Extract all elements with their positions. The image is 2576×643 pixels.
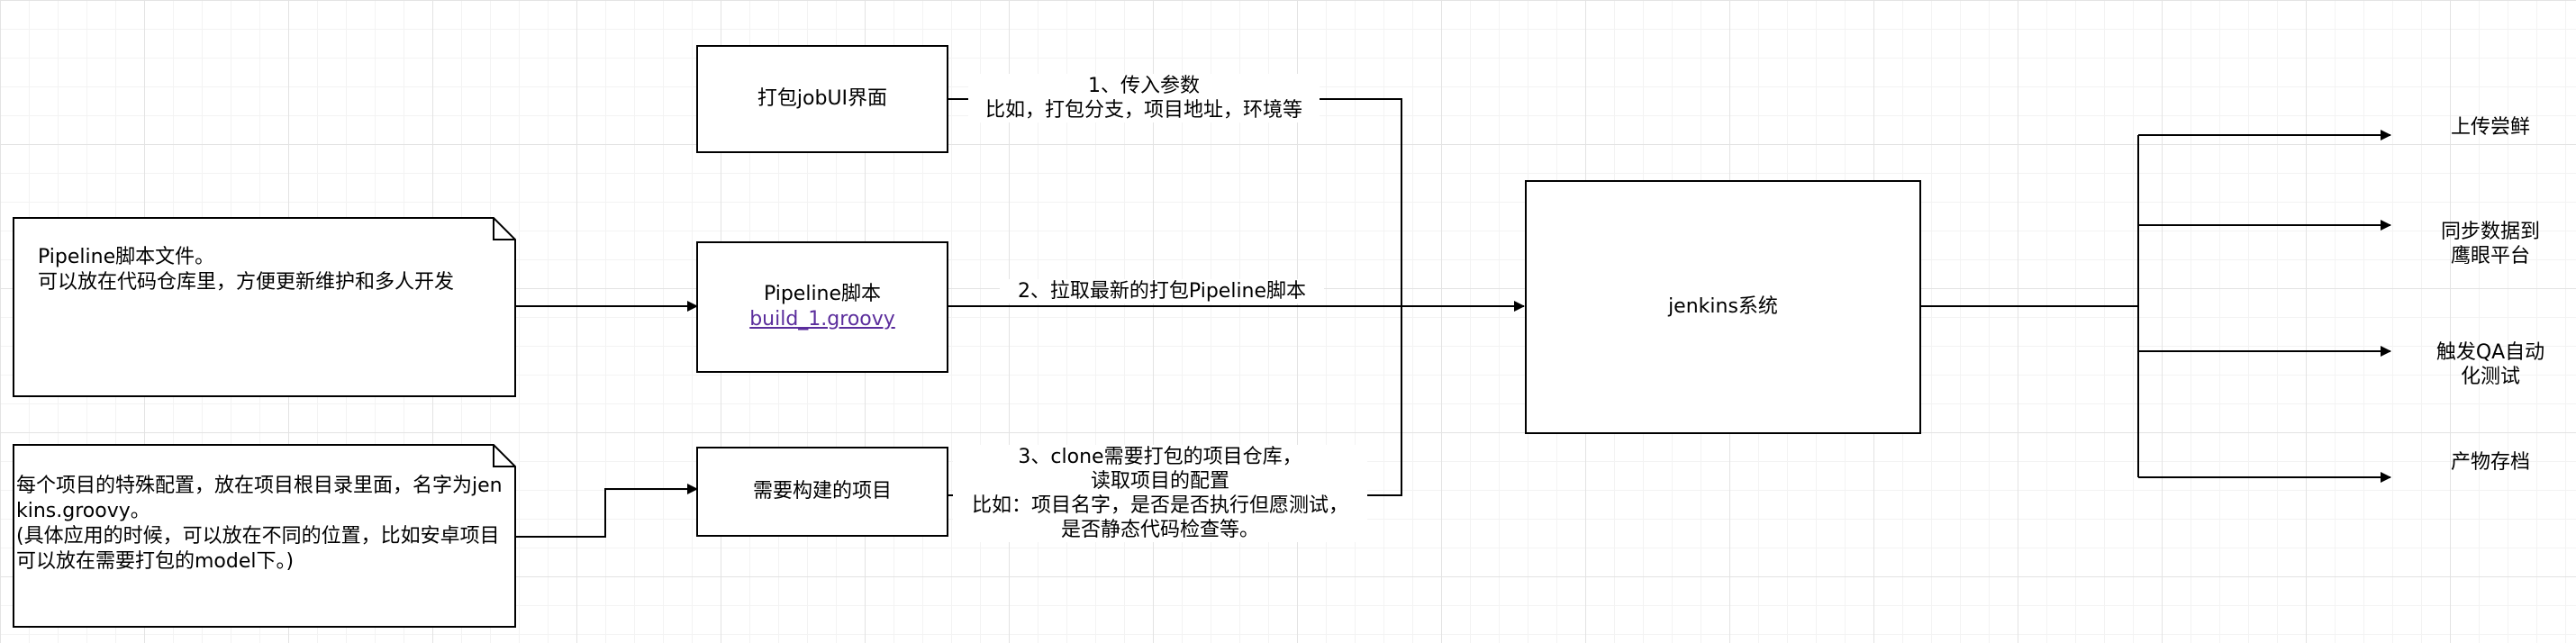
output-archive-artifacts: 产物存档 <box>2450 451 2530 474</box>
output-sync-eagle-eye: 同步数据到 鹰眼平台 <box>2440 221 2540 267</box>
project-box: 需要构建的项目 <box>696 447 948 537</box>
project-label: 需要构建的项目 <box>752 480 892 503</box>
pipeline-file-note-shape <box>13 217 516 397</box>
output-trigger-qa-test: 触发QA自动 化测试 <box>2435 341 2545 388</box>
jenkins-box: jenkins系统 <box>1525 180 1921 434</box>
step2-label: 2、拉取最新的打包Pipeline脚本 <box>1000 279 1324 303</box>
project-config-note-shape <box>13 444 516 628</box>
pipeline-script-link[interactable]: build_1.groovy <box>749 308 895 331</box>
project-config-note: 每个项目的特殊配置，放在项目根目录里面，名字为jenkins.groovy。 (… <box>16 475 503 573</box>
pipeline-script-box: Pipeline脚本 build_1.groovy <box>696 241 948 373</box>
edge-step1 <box>948 98 1402 306</box>
step1-label: 1、传入参数 比如，打包分支，项目地址，环境等 <box>968 74 1320 122</box>
pipeline-script-label: Pipeline脚本 <box>763 283 882 305</box>
job-ui-label: 打包jobUI界面 <box>757 87 888 110</box>
arrow-note-to-project <box>515 484 698 538</box>
job-ui-box: 打包jobUI界面 <box>696 45 948 153</box>
pipeline-file-note: Pipeline脚本文件。 可以放在代码仓库里，方便更新维护和多人开发 <box>38 246 455 294</box>
pipeline-file-note-fold <box>493 218 515 240</box>
project-config-note-fold <box>493 445 515 467</box>
step3-label: 3、clone需要打包的项目仓库， 读取项目的配置 比如：项目名字，是否是否执行… <box>953 445 1367 542</box>
output-upload-preview: 上传尝鲜 <box>2450 116 2530 139</box>
jenkins-label: jenkins系统 <box>1668 295 1778 318</box>
